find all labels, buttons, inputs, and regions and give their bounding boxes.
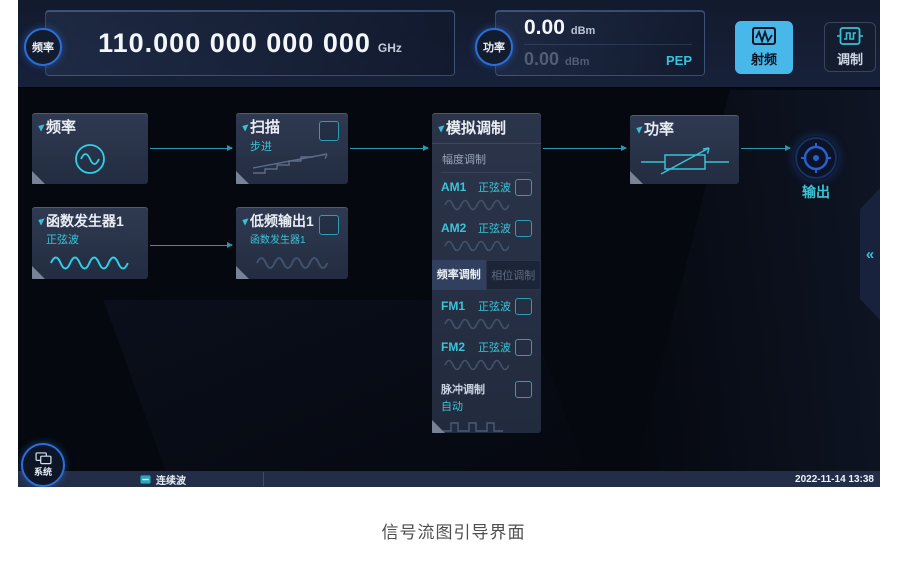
am2-wave-label: 正弦波 xyxy=(478,223,511,236)
sine-wave-dim-icon xyxy=(236,255,348,271)
am2-checkbox[interactable] xyxy=(515,219,532,237)
system-screens-icon xyxy=(34,452,52,465)
pep-unit: dBm xyxy=(565,56,590,68)
double-chevron-left-icon: « xyxy=(865,245,875,263)
sine-wave-dim-icon xyxy=(441,196,532,212)
pulse-modulation-label: 脉冲调制 xyxy=(441,383,485,396)
frequency-badge[interactable]: 频率 xyxy=(24,28,62,66)
analog-modulation-title: 模拟调制 xyxy=(446,120,507,137)
cw-mode-label: 连续波 xyxy=(156,475,186,487)
sweep-block-title: 扫描 xyxy=(250,119,281,136)
fm1-checkbox[interactable] xyxy=(515,297,532,315)
fm2-row: FM2 正弦波 xyxy=(441,333,532,374)
status-bar xyxy=(18,471,880,487)
power-display[interactable]: 0.00 dBm 0.00 dBm PEP xyxy=(495,10,705,76)
lf-output-checkbox[interactable] xyxy=(319,215,339,235)
analog-modulation-panel[interactable]: 模拟调制 幅度调制 AM1 正弦波 AM2 正弦波 xyxy=(432,113,541,433)
sweep-mode-label: 步进 xyxy=(250,140,272,153)
divider xyxy=(263,472,264,486)
pulse-wave-icon xyxy=(441,414,532,434)
fm1-wave-label: 正弦波 xyxy=(478,301,511,314)
sine-wave-dim-icon xyxy=(441,356,532,372)
output-connector-icon[interactable] xyxy=(794,136,838,180)
fm2-checkbox[interactable] xyxy=(515,338,532,356)
modulation-button-label: 调制 xyxy=(836,51,863,67)
am1-checkbox[interactable] xyxy=(515,178,532,196)
sweep-checkbox[interactable] xyxy=(319,121,339,141)
fm1-label: FM1 xyxy=(441,299,465,314)
cw-icon xyxy=(140,474,151,485)
sine-wave-icon xyxy=(32,255,148,271)
frequency-unit: GHz xyxy=(377,41,402,55)
am1-wave-label: 正弦波 xyxy=(478,182,511,195)
collapse-panel-tab[interactable]: « xyxy=(860,188,880,320)
tab-pm[interactable]: 相位调制 xyxy=(485,259,541,290)
sine-circle-icon xyxy=(32,142,148,176)
modulation-toggle-button[interactable]: 调制 xyxy=(824,22,876,72)
system-button-label: 系统 xyxy=(33,467,52,477)
flow-arrow xyxy=(543,145,627,151)
tab-fm[interactable]: 频率调制 xyxy=(432,259,486,290)
accent-wedge-icon xyxy=(240,216,249,226)
fm2-label: FM2 xyxy=(441,340,465,355)
function-generator-block[interactable]: 函数发生器1 正弦波 xyxy=(32,207,148,279)
frequency-block-title: 频率 xyxy=(46,119,77,136)
power-unit: dBm xyxy=(570,25,596,37)
power-badge[interactable]: 功率 xyxy=(475,28,513,66)
rf-toggle-button[interactable]: 射频 xyxy=(735,21,793,74)
pulse-mode-label: 自动 xyxy=(441,400,463,413)
power-value: 0.00 xyxy=(524,16,565,39)
am2-row: AM2 正弦波 xyxy=(441,214,532,255)
sweep-block[interactable]: 扫描 步进 xyxy=(236,113,348,184)
cw-mode-indicator[interactable]: 连续波 xyxy=(140,471,186,487)
output-label: 输出 xyxy=(802,184,830,200)
lf-output-title: 低频输出1 xyxy=(250,213,314,229)
am-section-label: 幅度调制 xyxy=(441,144,532,173)
flow-arrow xyxy=(150,145,233,151)
system-button[interactable]: 系统 xyxy=(21,443,65,487)
power-block[interactable]: 功率 xyxy=(630,115,739,184)
flow-arrow xyxy=(741,145,791,151)
rf-button-label: 射频 xyxy=(750,52,777,67)
lf-output-block[interactable]: 低频输出1 函数发生器1 xyxy=(236,207,348,279)
top-bar: 110.000 000 000 000 GHz 频率 0.00 dBm 0.00… xyxy=(18,0,880,88)
function-generator-wave-label: 正弦波 xyxy=(46,233,79,246)
fm2-wave-label: 正弦波 xyxy=(478,342,511,355)
accent-wedge-icon xyxy=(436,123,445,133)
am1-label: AM1 xyxy=(441,180,467,195)
fm1-row: FM1 正弦波 xyxy=(441,292,532,333)
divider xyxy=(524,44,692,45)
sine-wave-dim-icon xyxy=(441,315,532,331)
rf-wave-icon xyxy=(752,27,776,45)
am1-row: AM1 正弦波 xyxy=(441,173,532,214)
pulse-modulation-row: 脉冲调制 自动 xyxy=(441,374,532,434)
accent-wedge-icon xyxy=(634,124,643,134)
frequency-block[interactable]: 频率 xyxy=(32,113,148,184)
pulse-checkbox[interactable] xyxy=(515,380,532,398)
accent-wedge-icon xyxy=(36,122,45,132)
pep-value: 0.00 xyxy=(524,49,560,69)
modulation-tabs: 频率调制 相位调制 xyxy=(432,259,541,290)
pep-label: PEP xyxy=(665,53,692,68)
power-block-title: 功率 xyxy=(644,121,675,138)
frequency-display[interactable]: 110.000 000 000 000 GHz xyxy=(45,10,455,76)
clock-label: 2022-11-14 13:38 xyxy=(795,473,874,485)
figure-caption: 信号流图引导界面 xyxy=(381,523,526,542)
attenuator-icon xyxy=(630,144,739,176)
flow-arrow xyxy=(150,242,233,248)
am2-label: AM2 xyxy=(441,221,467,236)
accent-wedge-icon xyxy=(240,122,249,132)
flow-arrow xyxy=(350,145,429,151)
lf-output-source-label: 函数发生器1 xyxy=(250,234,306,246)
modulation-pulse-icon xyxy=(837,26,863,45)
step-sweep-icon xyxy=(236,150,348,176)
sine-wave-dim-icon xyxy=(441,237,532,253)
signal-flow-screen: 110.000 000 000 000 GHz 频率 0.00 dBm 0.00… xyxy=(18,0,880,487)
accent-wedge-icon xyxy=(36,216,45,226)
function-generator-title: 函数发生器1 xyxy=(46,213,124,229)
frequency-value: 110.000 000 000 000 xyxy=(98,27,371,58)
